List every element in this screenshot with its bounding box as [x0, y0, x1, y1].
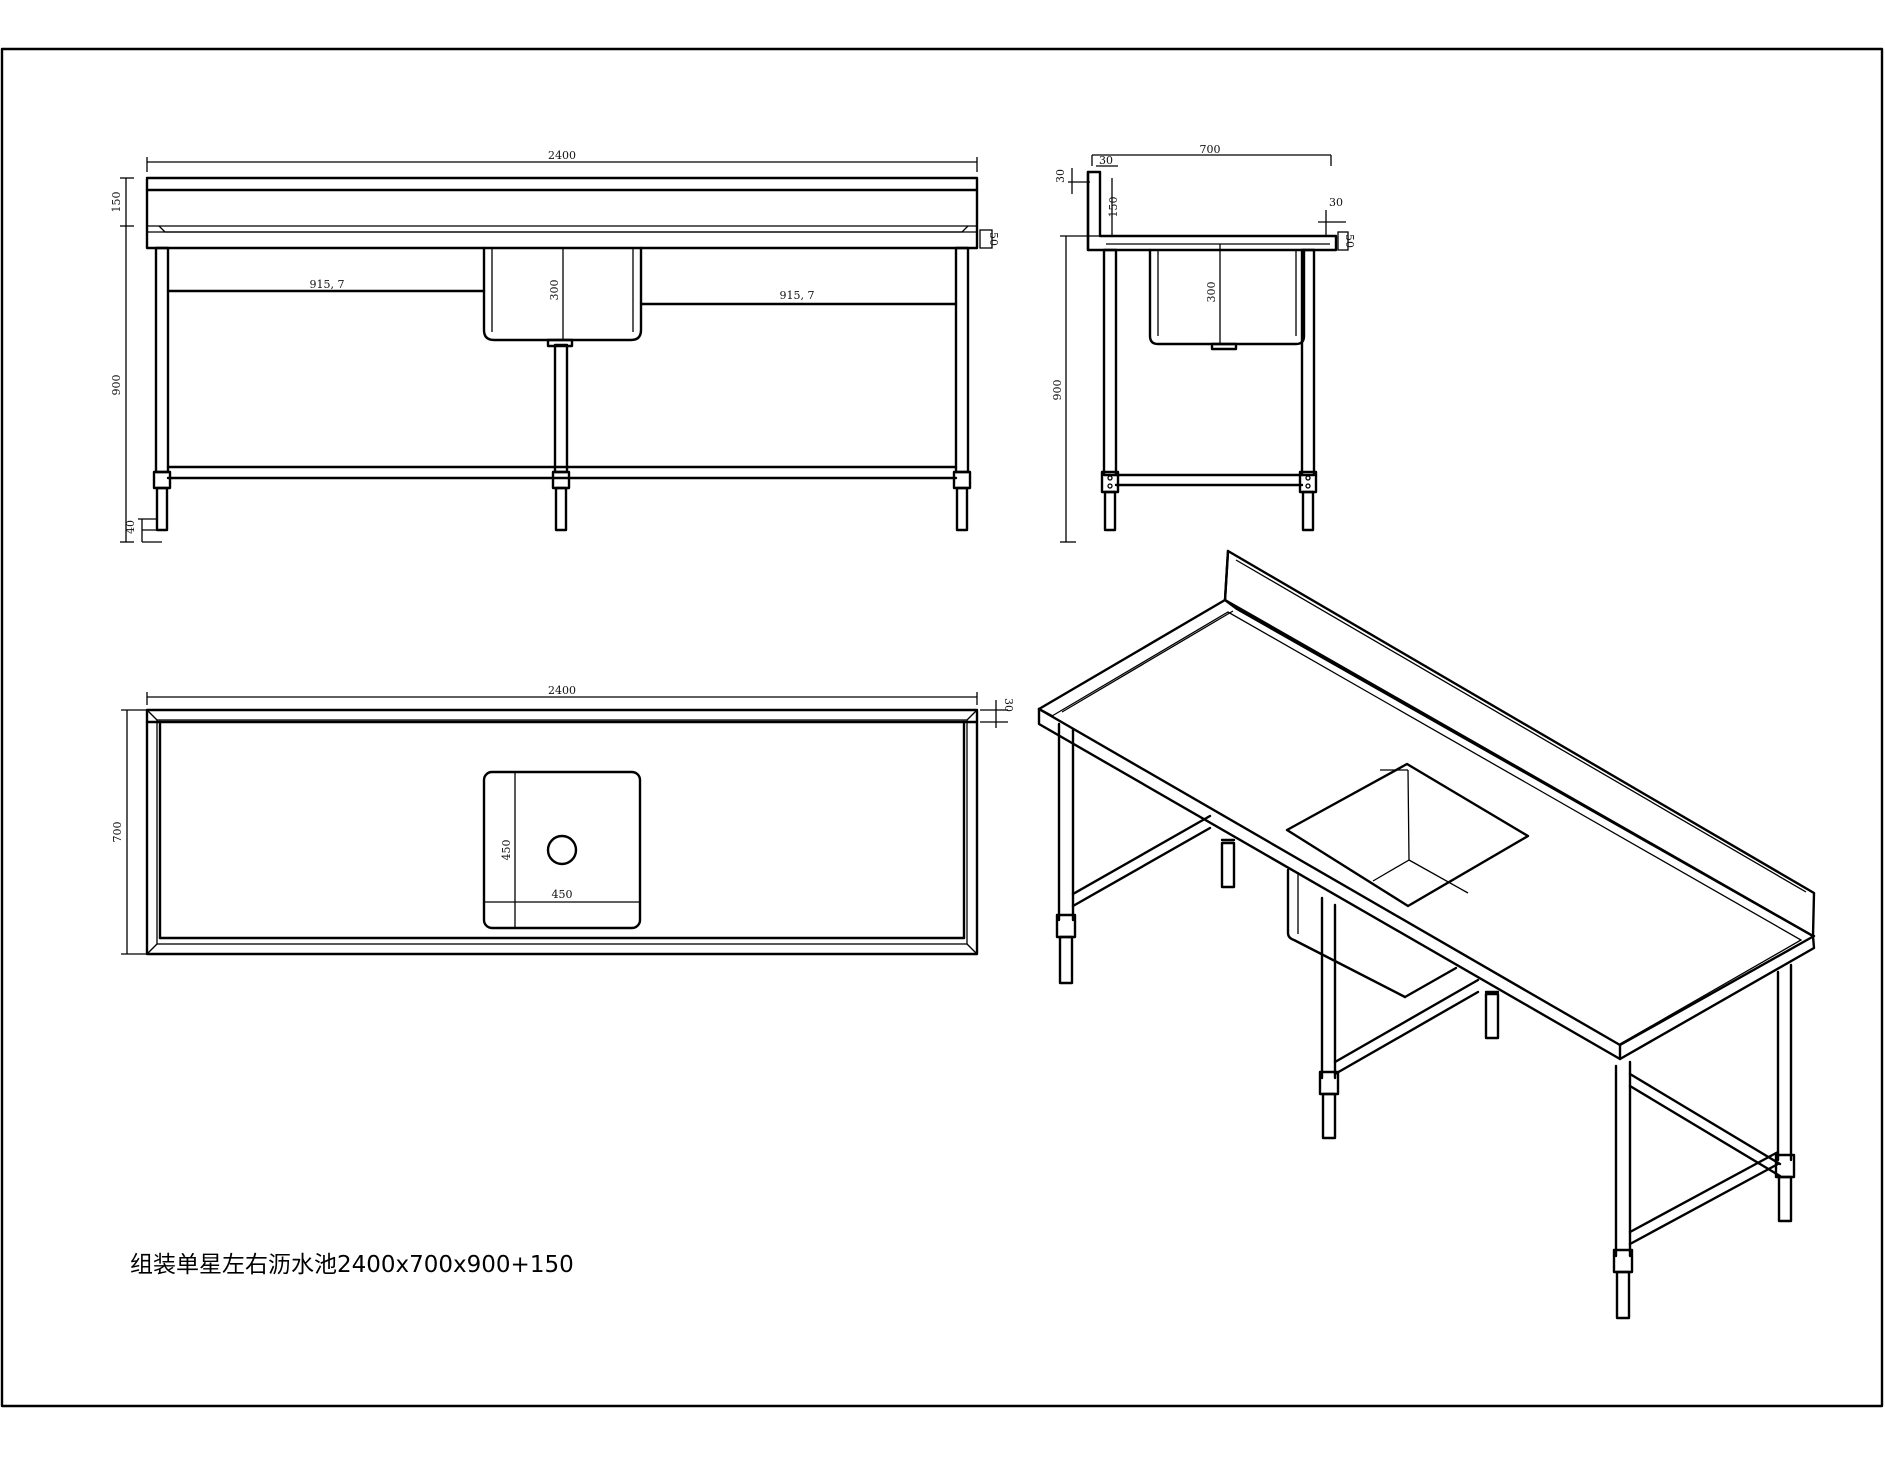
iso-sink-opening — [1285, 762, 1530, 908]
front-leg-left — [154, 246, 170, 474]
svg-text:30: 30 — [1099, 154, 1113, 167]
plan-sink-bowl — [482, 770, 642, 930]
side-view: 700 30 30 150 30 50 — [1051, 143, 1356, 543]
front-right-offset-dimension: 915, 7 — [639, 289, 958, 306]
front-width-label: 2400 — [548, 149, 576, 162]
side-sink-bowl — [1148, 248, 1306, 346]
front-bowl-depth-dimension: 300 — [548, 248, 564, 340]
svg-text:900: 900 — [110, 375, 123, 396]
front-backsplash — [145, 176, 979, 250]
svg-text:915, 7: 915, 7 — [310, 278, 345, 291]
front-width-dimension: 2400 — [146, 149, 978, 172]
svg-text:915, 7: 915, 7 — [780, 289, 815, 302]
isometric-view — [1037, 549, 1816, 1320]
svg-text:150: 150 — [1107, 197, 1120, 218]
iso-countertop — [1037, 598, 1816, 1061]
front-leg-center — [553, 343, 569, 474]
front-height-dimensions: 150 900 40 — [110, 177, 162, 543]
svg-text:2400: 2400 — [548, 684, 576, 697]
front-view: 2400 915, 7 915, 7 — [110, 149, 1000, 543]
plan-outline — [145, 708, 979, 956]
svg-text:30: 30 — [1002, 698, 1015, 712]
drawing-title: 组装单星左右沥水池2400x700x900+150 — [130, 1252, 574, 1278]
svg-text:300: 300 — [1205, 282, 1218, 303]
svg-text:450: 450 — [552, 888, 573, 901]
svg-text:50: 50 — [1343, 234, 1356, 248]
svg-text:700: 700 — [1200, 143, 1221, 156]
svg-text:40: 40 — [124, 520, 137, 534]
front-left-offset-dimension: 915, 7 — [166, 278, 486, 293]
plan-view: 2400 450 450 700 30 — [111, 684, 1015, 956]
svg-text:150: 150 — [110, 192, 123, 213]
svg-text:50: 50 — [987, 232, 1000, 246]
svg-text:300: 300 — [548, 280, 561, 301]
side-profile — [1086, 170, 1338, 252]
front-leg-right — [954, 246, 970, 474]
svg-text:450: 450 — [500, 840, 513, 861]
svg-text:30: 30 — [1054, 169, 1067, 183]
svg-text:30: 30 — [1329, 196, 1343, 209]
svg-text:700: 700 — [111, 822, 124, 843]
svg-text:900: 900 — [1051, 380, 1064, 401]
drawing-frame — [0, 47, 1884, 1408]
drain-hole-icon — [546, 834, 578, 866]
